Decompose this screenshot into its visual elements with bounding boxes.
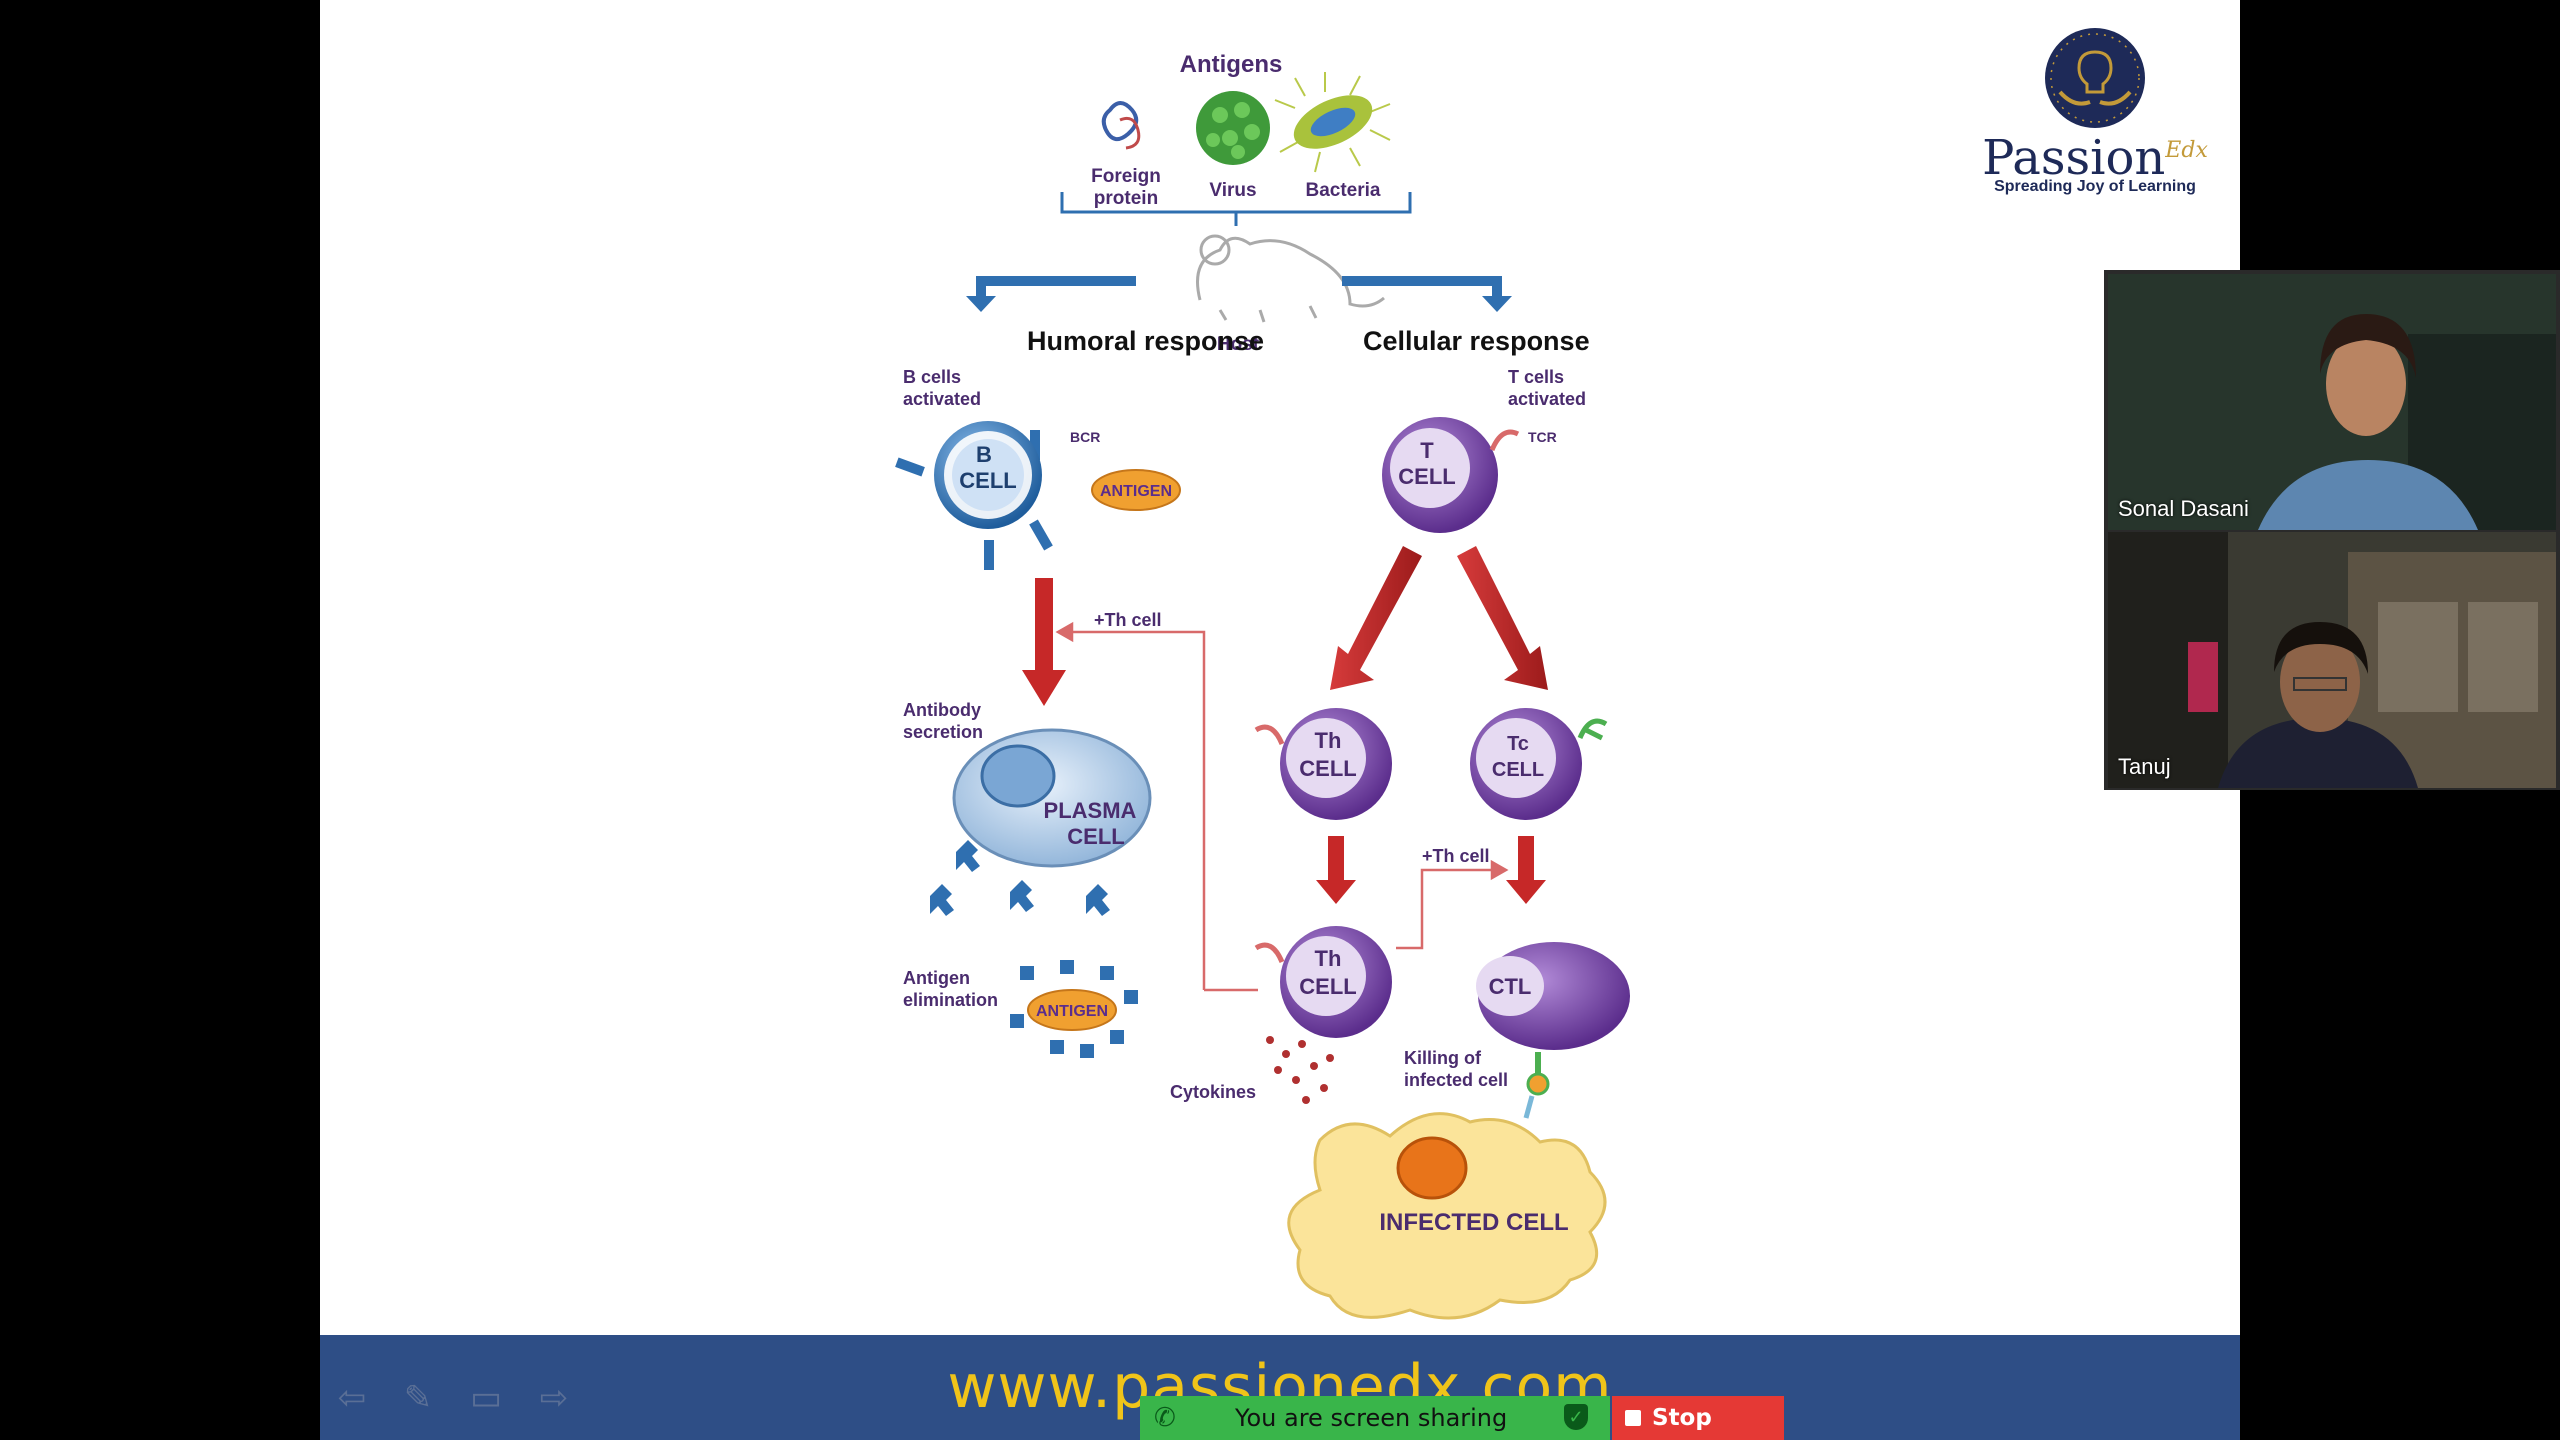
shield-check-icon: ✓ xyxy=(1564,1404,1588,1430)
t-cells-activated-2: activated xyxy=(1508,389,1586,409)
th-cell-plus-label-2: +Th cell xyxy=(1422,846,1490,866)
killing-1: Killing of xyxy=(1404,1048,1482,1068)
killing-2: infected cell xyxy=(1404,1070,1508,1090)
th2-label-2: CELL xyxy=(1299,974,1356,999)
t-cell-label-2: CELL xyxy=(1398,464,1455,489)
antigen-blob: ANTIGEN xyxy=(1091,469,1181,511)
foreign-protein-icon xyxy=(1101,101,1141,150)
logo-emblem-icon xyxy=(2045,28,2145,128)
b-cell-label-1: B xyxy=(976,442,992,467)
t-cells-activated-1: T cells xyxy=(1508,367,1564,387)
humoral-title: Humoral response xyxy=(1027,326,1264,356)
virus-icon xyxy=(1196,91,1270,165)
t-to-th-arrow xyxy=(1330,546,1422,690)
tc-cell: Tc CELL xyxy=(1470,708,1608,820)
antibodies xyxy=(930,840,1110,916)
cytokines-label: Cytokines xyxy=(1170,1082,1256,1102)
logo-tagline: Spreading Joy of Learning xyxy=(1994,178,2196,195)
phone-icon: ✆ xyxy=(1154,1402,1176,1432)
antigen-elimination-1: Antigen xyxy=(903,968,970,988)
th-label-2: CELL xyxy=(1299,756,1356,781)
b-cells-activated-1: B cells xyxy=(903,367,961,387)
bacteria-icon xyxy=(1274,72,1391,173)
antigen-antibody-complex: ANTIGEN xyxy=(1010,960,1138,1058)
passionedx-logo: PassionEdx Spreading Joy of Learning xyxy=(1960,22,2230,202)
b-cells-activated-2: activated xyxy=(903,389,981,409)
tcr-label: TCR xyxy=(1528,429,1557,445)
th-cell: Th CELL xyxy=(1254,708,1392,820)
pen-icon[interactable]: ✎ xyxy=(403,1379,433,1417)
tc-label-2: CELL xyxy=(1492,759,1544,781)
t-to-tc-arrow xyxy=(1457,546,1548,690)
bcr-label: BCR xyxy=(1070,429,1100,445)
cellular-title: Cellular response xyxy=(1363,326,1590,356)
stop-share-label: Stop Share xyxy=(1652,1405,1712,1431)
mouse-icon xyxy=(1196,234,1385,323)
label-bacteria: Bacteria xyxy=(1306,180,1381,201)
antigens-title: Antigens xyxy=(1180,51,1283,78)
b-cell-label-2: CELL xyxy=(959,468,1016,493)
antigen-elimination-2: elimination xyxy=(903,990,998,1010)
ctl-cell: CTL xyxy=(1476,942,1630,1119)
b-cell: B CELL xyxy=(895,421,1053,570)
branch-arrow-right xyxy=(1342,276,1512,312)
label-foreign-protein-2: protein xyxy=(1094,188,1158,209)
th2-label-1: Th xyxy=(1315,946,1342,971)
label-virus: Virus xyxy=(1209,180,1256,201)
plasma-cell: PLASMA CELL xyxy=(952,728,1152,868)
antibody-secretion-2: secretion xyxy=(903,722,983,742)
stop-icon xyxy=(1625,1410,1641,1426)
antigen-bracket xyxy=(1060,192,1412,226)
th-cell-plus-label: +Th cell xyxy=(1094,610,1162,630)
participant-video-2 xyxy=(2108,532,2556,788)
th-label-1: Th xyxy=(1315,728,1342,753)
participant-name: Sonal Dasani xyxy=(2118,496,2249,521)
cytokine-dots xyxy=(1266,1036,1334,1104)
label-foreign-protein-1: Foreign xyxy=(1091,166,1161,187)
b-to-plasma-arrow xyxy=(1022,578,1066,706)
participant-name-2: Tanuj xyxy=(2118,754,2171,779)
infected-cell-label: INFECTED CELL xyxy=(1379,1209,1568,1236)
logo-wordmark: PassionEdx xyxy=(1982,130,2208,186)
ctl-label: CTL xyxy=(1489,974,1532,999)
participant-video xyxy=(2108,274,2556,530)
tc-down-arrow xyxy=(1506,836,1546,904)
screen-share-status: You are screen sharing xyxy=(1235,1404,1508,1432)
stop-share-button[interactable]: Stop Share xyxy=(1612,1396,1784,1440)
infected-cell: INFECTED CELL xyxy=(1287,1112,1607,1320)
video-tile-host[interactable]: Sonal Dasani xyxy=(2108,274,2556,530)
antibody-secretion-1: Antibody xyxy=(903,700,981,720)
t-cell: T CELL xyxy=(1382,417,1520,533)
immune-response-diagram: Antigens Foreign protein Virus Bacter xyxy=(895,51,1630,1320)
t-cell-label-1: T xyxy=(1420,438,1434,463)
th-help-connector xyxy=(1055,621,1258,992)
antigen-label: ANTIGEN xyxy=(1100,483,1172,500)
next-arrow-icon[interactable]: ⇨ xyxy=(539,1379,569,1417)
branch-arrow-left xyxy=(966,276,1136,312)
tc-label-1: Tc xyxy=(1507,733,1529,755)
antigen-label-2: ANTIGEN xyxy=(1036,1003,1108,1020)
th-to-ctl-connector xyxy=(1396,859,1509,950)
prev-arrow-icon[interactable]: ⇦ xyxy=(337,1379,367,1417)
whiteboard-icon[interactable]: ▭ xyxy=(469,1379,503,1417)
video-tile-participant[interactable]: Tanuj xyxy=(2108,532,2556,788)
screen-share-bar[interactable]: ✆ You are screen sharing ✓ xyxy=(1140,1396,1610,1440)
th-down-arrow xyxy=(1316,836,1356,904)
th-cell-2: Th CELL xyxy=(1254,926,1392,1038)
plasma-label-1: PLASMA xyxy=(1044,798,1137,823)
presentation-slide: Antigens Foreign protein Virus Bacter xyxy=(320,0,2240,1440)
plasma-label-2: CELL xyxy=(1067,824,1124,849)
label-host: Host xyxy=(1217,334,1260,355)
